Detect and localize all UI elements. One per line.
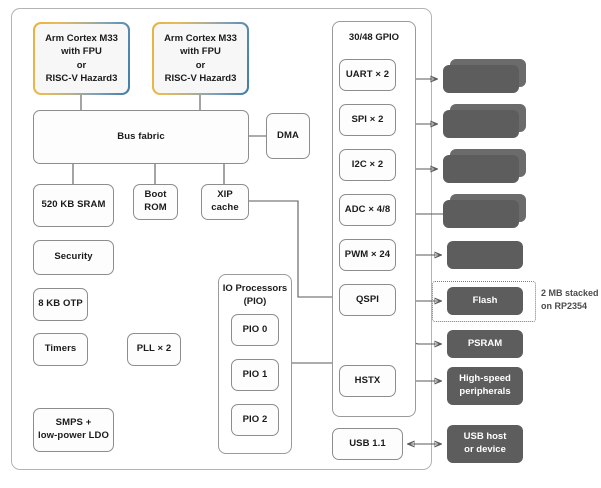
core-1-line-1: with FPU (180, 46, 221, 58)
pwm-label: PWM × 24 (344, 248, 391, 260)
uart-box[interactable]: UART × 2 (339, 59, 396, 91)
hstx-box[interactable]: HSTX (339, 365, 396, 397)
smps-box[interactable]: SMPS + low-power LDO (33, 408, 114, 452)
pio-1-box[interactable]: PIO 1 (231, 359, 279, 391)
pio-1-label: PIO 1 (242, 368, 268, 380)
adc-label: ADC × 4/8 (344, 203, 391, 215)
core-1-line-2: or (195, 59, 206, 71)
usb-box[interactable]: USB 1.1 (332, 428, 403, 460)
smps-line-1: low-power LDO (38, 430, 109, 441)
core-0-line-0: Arm Cortex M33 (45, 32, 118, 44)
usb-ext-line-1: or device (464, 444, 506, 455)
usb-ext-line-0: USB host (463, 431, 507, 443)
qspi-label: QSPI (355, 293, 380, 305)
core-0-line-2: or (76, 59, 87, 71)
pwm-ext-block[interactable] (447, 241, 523, 269)
smps-line-0: SMPS + (55, 417, 92, 429)
pio-title-line-0: IO Processors (222, 283, 288, 294)
spi-ext-block[interactable] (443, 110, 519, 138)
gpio-panel-title: 30/48 GPIO (332, 32, 416, 45)
i2c-box[interactable]: I2C × 2 (339, 149, 396, 181)
adc-ext-block[interactable] (443, 200, 519, 228)
uart-label: UART × 2 (345, 68, 390, 80)
otp-label: 8 KB OTP (38, 298, 83, 310)
pll-box[interactable]: PLL × 2 (127, 333, 181, 366)
hs-peripherals-block[interactable]: High-speed peripherals (447, 367, 523, 405)
uart-ext-block[interactable] (443, 65, 519, 93)
qspi-box[interactable]: QSPI (339, 284, 396, 316)
timers-box[interactable]: Timers (33, 333, 88, 366)
hs-peripherals-line-1: peripherals (459, 386, 511, 397)
bus-fabric-label: Bus fabric (117, 130, 165, 142)
usb-label: USB 1.1 (349, 437, 386, 449)
adc-box[interactable]: ADC × 4/8 (339, 194, 396, 226)
sram-label: 520 KB SRAM (41, 199, 106, 211)
pll-label: PLL × 2 (136, 343, 172, 355)
timers-label: Timers (44, 343, 77, 355)
pio-panel-title: IO Processors (PIO) (218, 283, 292, 309)
bus-fabric-box[interactable]: Bus fabric (33, 110, 249, 164)
spi-label: SPI × 2 (351, 113, 384, 125)
boot-rom-line-1: ROM (144, 202, 167, 213)
xip-cache-line-0: XIP (217, 189, 233, 201)
pio-title-line-1: (PIO) (243, 295, 267, 307)
pio-2-label: PIO 2 (242, 413, 268, 425)
flash-label: Flash (472, 294, 498, 306)
gpio-title-label: 30/48 GPIO (348, 32, 400, 43)
sram-box[interactable]: 520 KB SRAM (33, 184, 114, 227)
core-box-1[interactable]: Arm Cortex M33 with FPU or RISC-V Hazard… (152, 22, 249, 95)
core-0-line-3: RISC-V Hazard3 (45, 72, 118, 84)
xip-cache-box[interactable]: XIP cache (201, 184, 249, 220)
boot-rom-line-0: Boot (144, 189, 167, 201)
pio-0-box[interactable]: PIO 0 (231, 314, 279, 346)
pwm-box[interactable]: PWM × 24 (339, 239, 396, 271)
psram-label: PSRAM (467, 337, 503, 349)
pio-2-box[interactable]: PIO 2 (231, 404, 279, 436)
spi-box[interactable]: SPI × 2 (339, 104, 396, 136)
pio-0-label: PIO 0 (242, 323, 268, 335)
security-label: Security (54, 251, 93, 263)
boot-rom-box[interactable]: Boot ROM (133, 184, 178, 220)
flash-note: 2 MB stacked on RP2354 (541, 287, 601, 313)
flash-block[interactable]: Flash (447, 287, 523, 315)
otp-box[interactable]: 8 KB OTP (33, 288, 88, 321)
psram-block[interactable]: PSRAM (447, 330, 523, 358)
hs-peripherals-line-0: High-speed (459, 373, 511, 385)
flash-note-line-1: on RP2354 (541, 301, 588, 312)
dma-label: DMA (277, 129, 299, 141)
security-box[interactable]: Security (33, 240, 114, 275)
i2c-ext-block[interactable] (443, 155, 519, 183)
core-1-line-3: RISC-V Hazard3 (164, 72, 237, 84)
core-0-line-1: with FPU (61, 46, 102, 58)
core-box-0[interactable]: Arm Cortex M33 with FPU or RISC-V Hazard… (33, 22, 130, 95)
flash-note-line-0: 2 MB stacked (541, 288, 599, 298)
usb-ext-block[interactable]: USB host or device (447, 425, 523, 463)
dma-box[interactable]: DMA (266, 113, 310, 159)
xip-cache-line-1: cache (211, 202, 239, 213)
core-1-line-0: Arm Cortex M33 (164, 32, 237, 44)
i2c-label: I2C × 2 (351, 158, 384, 170)
hstx-label: HSTX (354, 374, 381, 386)
